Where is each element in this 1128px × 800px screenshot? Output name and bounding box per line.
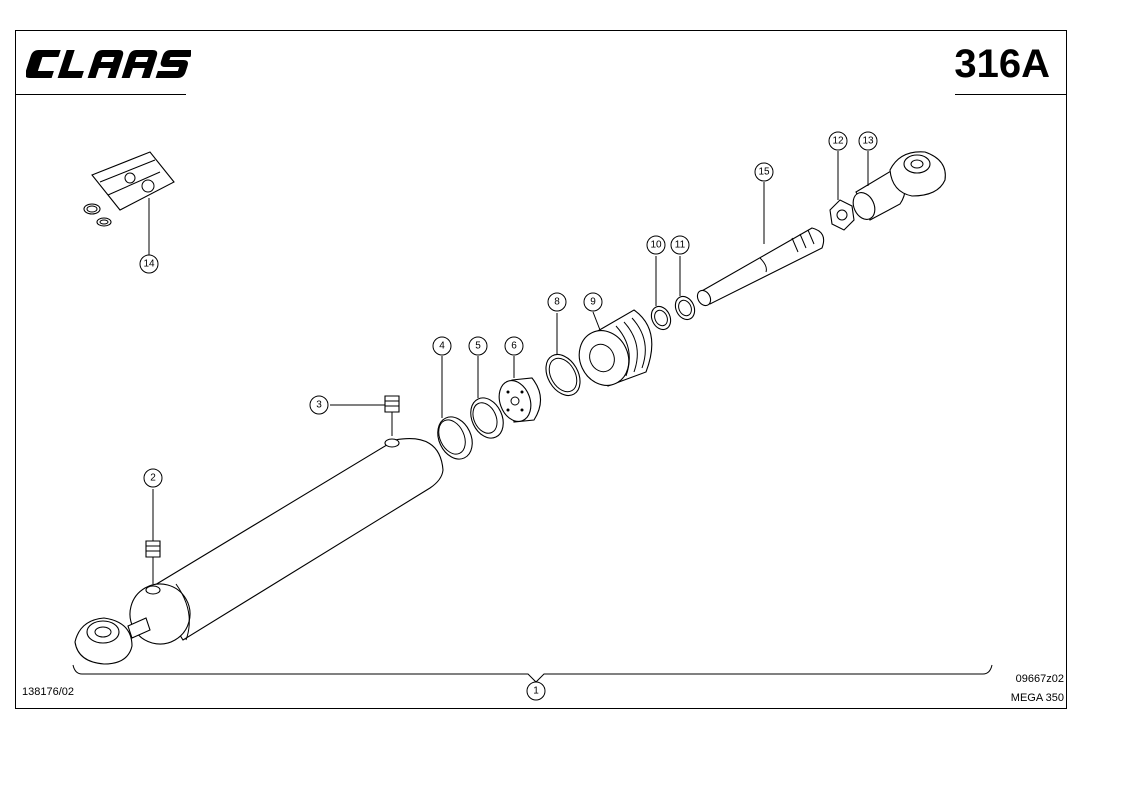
callout-5-label: 5 bbox=[475, 341, 481, 352]
ring-8 bbox=[545, 313, 581, 397]
nut-12 bbox=[829, 151, 855, 231]
callout-9-label: 9 bbox=[590, 297, 596, 308]
drawing-code: 09667z02 bbox=[1015, 673, 1064, 685]
bleed-screw-3 bbox=[330, 395, 400, 436]
rod-eye-13 bbox=[852, 151, 946, 221]
model-name: MEGA 350 bbox=[1010, 692, 1064, 704]
page-code: 316A bbox=[954, 42, 1050, 86]
callout-1: 1 bbox=[526, 681, 546, 701]
ring-5 bbox=[470, 356, 504, 439]
piston-rod-15 bbox=[696, 182, 825, 307]
piston-6 bbox=[498, 356, 542, 423]
callout-4-label: 4 bbox=[439, 341, 445, 352]
ring-10 bbox=[650, 256, 672, 331]
claas-logo bbox=[26, 50, 191, 78]
cylinder-barrel bbox=[74, 438, 444, 665]
reference-number: 138176/02 bbox=[22, 686, 74, 698]
callout-3: 3 bbox=[309, 395, 329, 415]
callout-2: 2 bbox=[143, 468, 163, 488]
bleed-screw-2 bbox=[145, 489, 161, 584]
page-code-underline bbox=[955, 94, 1067, 95]
callout-8: 8 bbox=[547, 292, 567, 312]
callout-9: 9 bbox=[583, 292, 603, 312]
callout-14-label: 14 bbox=[143, 259, 155, 270]
assembly-bracket bbox=[72, 664, 993, 683]
callout-5: 5 bbox=[468, 336, 488, 356]
callout-1-label: 1 bbox=[533, 686, 539, 697]
callout-14: 14 bbox=[139, 254, 159, 274]
callout-2-label: 2 bbox=[150, 473, 156, 484]
seal-kit-bag bbox=[83, 151, 175, 256]
ring-4 bbox=[437, 356, 473, 460]
callout-15: 15 bbox=[754, 162, 774, 182]
callout-3-label: 3 bbox=[316, 400, 322, 411]
logo-underline bbox=[15, 94, 186, 95]
callout-15-label: 15 bbox=[758, 167, 770, 178]
callout-12-label: 12 bbox=[832, 136, 844, 147]
ring-11 bbox=[674, 256, 696, 321]
guide-head-9 bbox=[578, 309, 653, 387]
callout-11-label: 11 bbox=[675, 240, 686, 251]
callout-6-label: 6 bbox=[511, 341, 517, 352]
callout-6: 6 bbox=[504, 336, 524, 356]
drawing-frame bbox=[15, 30, 1067, 709]
callout-8-label: 8 bbox=[554, 297, 560, 308]
callout-4: 4 bbox=[432, 336, 452, 356]
callout-10: 10 bbox=[646, 235, 666, 255]
callout-13-label: 13 bbox=[862, 136, 874, 147]
callout-10-label: 10 bbox=[650, 240, 662, 251]
callout-13: 13 bbox=[858, 131, 878, 151]
callout-12: 12 bbox=[828, 131, 848, 151]
callout-11: 11 bbox=[670, 235, 690, 255]
